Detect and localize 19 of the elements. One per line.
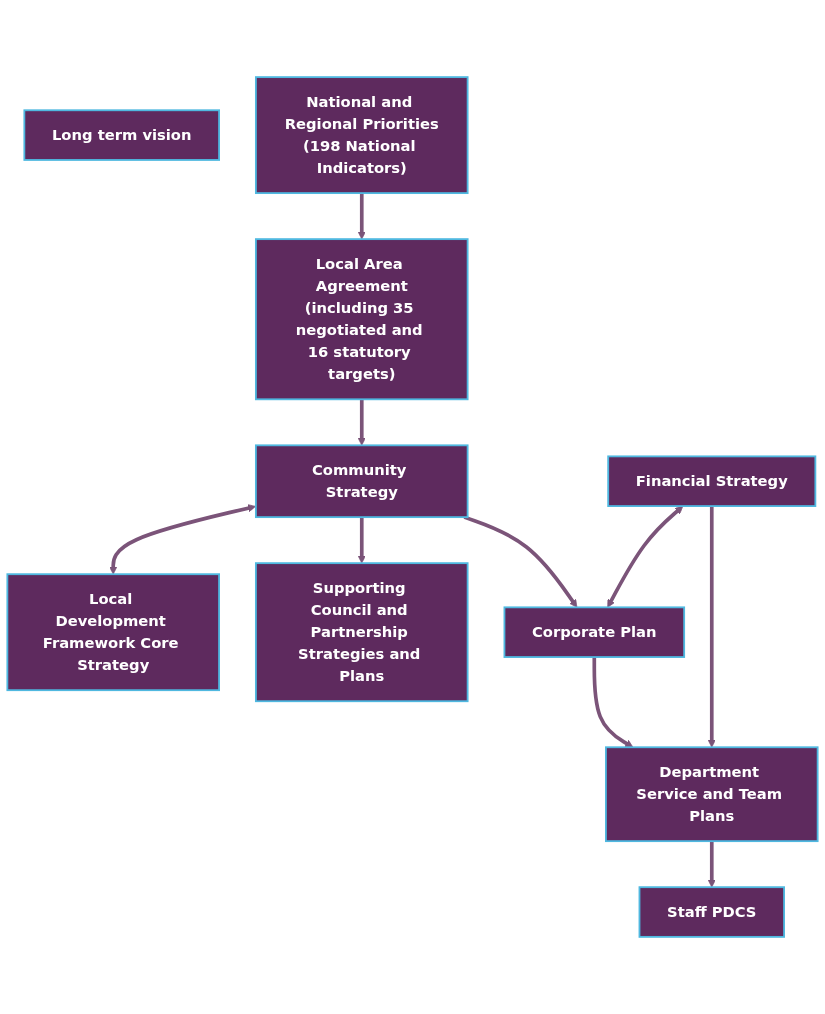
node-box: Long term vision	[23, 109, 220, 161]
arrow	[357, 399, 366, 446]
arrow	[707, 506, 716, 748]
arrow	[357, 517, 366, 564]
node-box: Local Development Framework Core Strategy	[6, 573, 220, 692]
arrow	[357, 193, 366, 240]
node-box: Financial Strategy	[607, 455, 817, 507]
arrow	[463, 515, 578, 608]
node-box: National and Regional Priorities (198 National Indicators)	[255, 76, 469, 194]
arrow	[707, 841, 716, 888]
arrow	[592, 657, 634, 748]
node-box: Corporate Plan	[503, 606, 686, 658]
arrow	[607, 505, 684, 608]
node-box: Local Area Agreement (including 35 negotiated and 16 statutory targets)	[255, 238, 469, 401]
node-box: Department Service and Team Plans	[605, 746, 819, 843]
node-box: Supporting Council and Partnership Strategies and Plans	[255, 562, 469, 703]
arrow	[109, 504, 256, 575]
node-box: Community Strategy	[255, 444, 469, 519]
node-box: Staff PDCS	[638, 886, 785, 938]
